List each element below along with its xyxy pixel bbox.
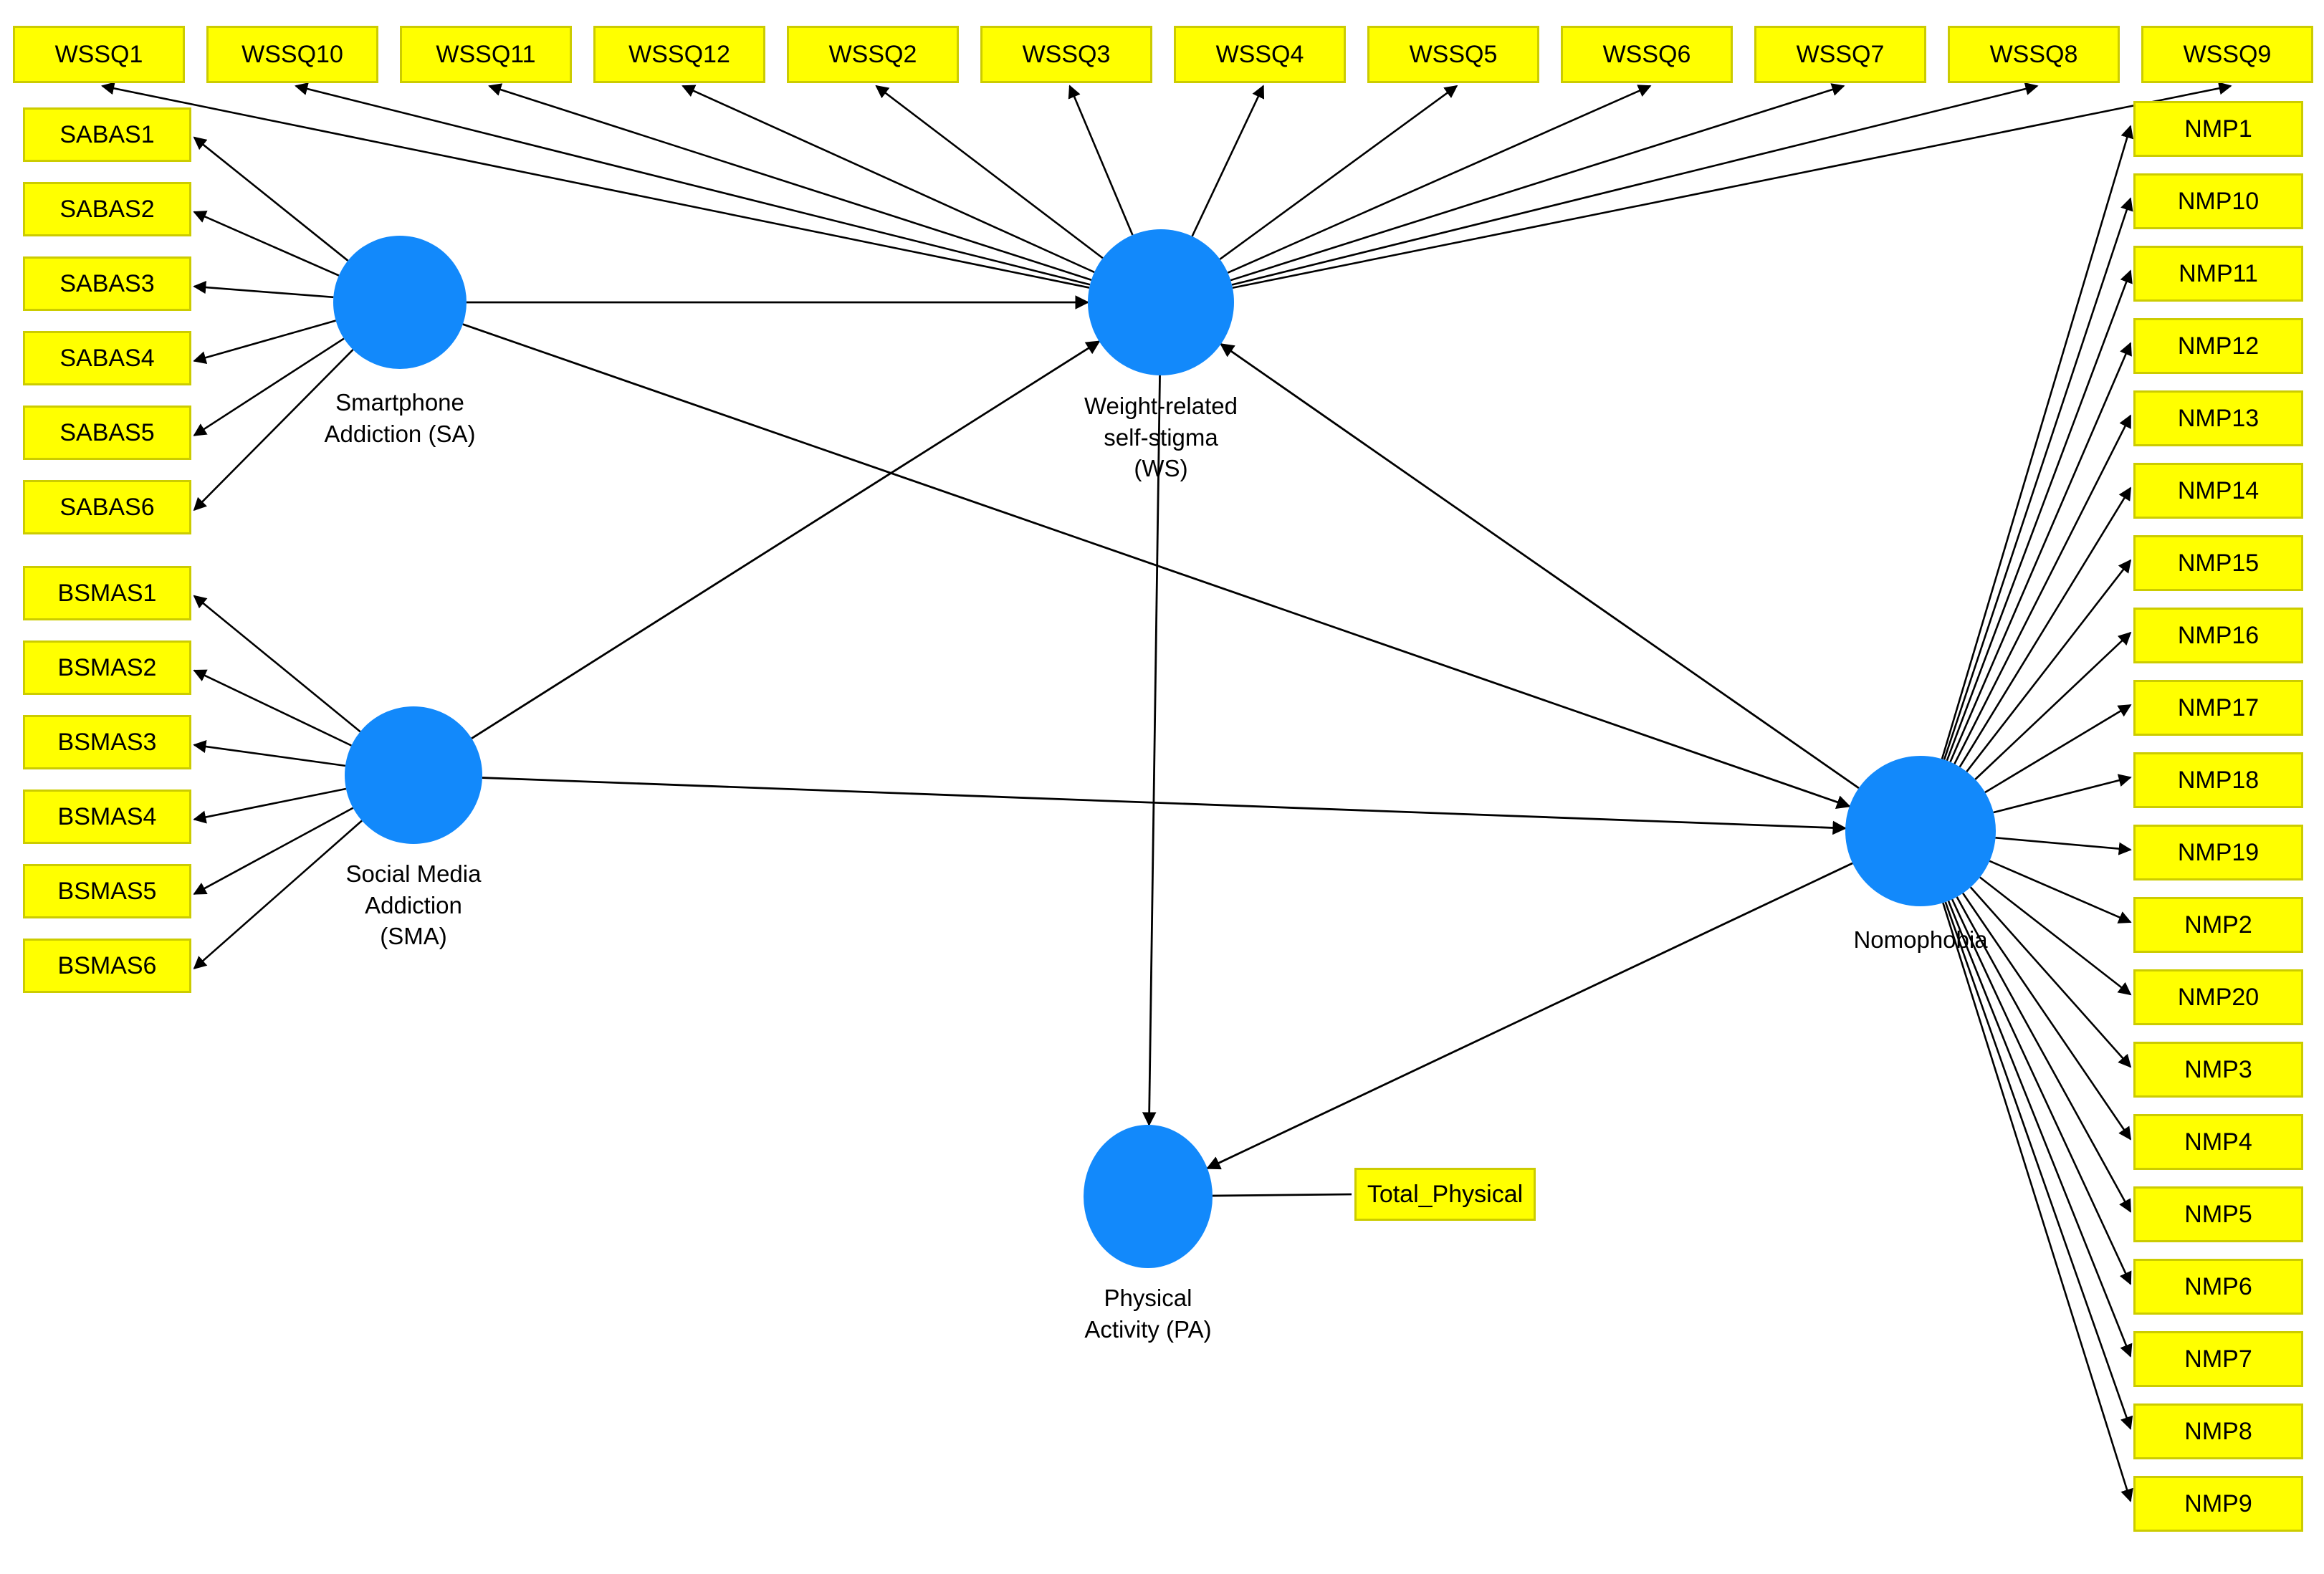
edge-ws-to-wssq7 (1230, 83, 1845, 282)
edge-nmp-to-nmp6 (1951, 898, 2132, 1285)
edge-nmp-to-nmp10 (1943, 197, 2133, 760)
indicator-box-wssq5[interactable]: WSSQ5 (1367, 26, 1539, 83)
edge-sa-to-sabas4 (193, 320, 336, 365)
edge-nmp-to-nmp17 (1984, 704, 2132, 794)
indicator-box-wssq1[interactable]: WSSQ1 (13, 26, 185, 83)
indicator-box-nmp20[interactable]: NMP20 (2133, 969, 2303, 1025)
indicator-box-wssq2[interactable]: WSSQ2 (787, 26, 959, 83)
indicator-box-nmp7[interactable]: NMP7 (2133, 1331, 2303, 1387)
latent-circle-sma[interactable] (345, 706, 482, 844)
edge-ws-to-wssq2 (875, 85, 1104, 259)
edge-ws-to-wssq5 (1219, 85, 1458, 260)
indicator-box-nmp13[interactable]: NMP13 (2133, 390, 2303, 446)
latent-label-ws: Weight-related self-stigma (WS) (1084, 393, 1238, 482)
indicator-box-bsmas6[interactable]: BSMAS6 (23, 939, 191, 993)
indicator-box-bsmas1[interactable]: BSMAS1 (23, 566, 191, 620)
indicator-box-bsmas4[interactable]: BSMAS4 (23, 790, 191, 844)
indicator-box-nmp1[interactable]: NMP1 (2133, 101, 2303, 157)
edge-nmp-to-nmp3 (1969, 886, 2132, 1068)
latent-circle-nmp[interactable] (1845, 756, 1996, 906)
indicator-box-sabas2[interactable]: SABAS2 (23, 182, 191, 236)
edge-nmp-to-nmp8 (1944, 901, 2133, 1430)
indicator-box-wssq7[interactable]: WSSQ7 (1754, 26, 1926, 83)
edge-ws-to-wssq3 (1068, 85, 1134, 236)
indicator-box-nmp4[interactable]: NMP4 (2133, 1114, 2303, 1170)
edge-ws-to-wssq4 (1191, 85, 1265, 237)
indicator-box-wssq11[interactable]: WSSQ11 (400, 26, 572, 83)
latent-label-nmp: Nomophobia (1853, 926, 1988, 953)
indicator-box-wssq8[interactable]: WSSQ8 (1948, 26, 2120, 83)
indicator-box-nmp3[interactable]: NMP3 (2133, 1042, 2303, 1098)
indicator-box-sabas4[interactable]: SABAS4 (23, 331, 191, 385)
path-nomophobia-to-pa (1206, 862, 1853, 1170)
indicator-box-sabas3[interactable]: SABAS3 (23, 256, 191, 311)
indicator-box-nmp11[interactable]: NMP11 (2133, 246, 2303, 302)
latent-label-pa: Physical Activity (PA) (1084, 1285, 1212, 1343)
indicator-box-nmp17[interactable]: NMP17 (2133, 680, 2303, 736)
indicator-box-wssq12[interactable]: WSSQ12 (593, 26, 765, 83)
edge-nmp-to-nmp18 (1993, 774, 2132, 814)
edge-nmp-to-nmp9 (1942, 902, 2133, 1502)
edge-sma-to-bsmas4 (193, 787, 347, 824)
indicator-box-wssq3[interactable]: WSSQ3 (980, 26, 1152, 83)
indicator-box-bsmas2[interactable]: BSMAS2 (23, 640, 191, 695)
edge-sma-to-bsmas2 (193, 669, 352, 747)
edge-sa-to-sabas3 (193, 280, 334, 299)
indicator-box-sabas6[interactable]: SABAS6 (23, 480, 191, 534)
indicator-box-sabas5[interactable]: SABAS5 (23, 406, 191, 460)
indicator-box-nmp18[interactable]: NMP18 (2133, 752, 2303, 808)
edge-sa-to-sabas1 (193, 136, 349, 261)
indicator-box-nmp16[interactable]: NMP16 (2133, 608, 2303, 663)
edge-ws-to-wssq11 (488, 83, 1092, 281)
edge-nmp-to-nmp19 (1995, 837, 2132, 855)
indicator-box-wssq9[interactable]: WSSQ9 (2141, 26, 2313, 83)
edge-nmp-to-nmp15 (1966, 559, 2132, 772)
latent-circle-ws[interactable] (1088, 229, 1234, 375)
latent-label-sma: Social Media Addiction (SMA) (345, 860, 482, 950)
path-sma-to-nomophobia (482, 777, 1847, 835)
plain-edges (1212, 1193, 1352, 1197)
edge-ws-to-wssq9 (1232, 82, 2232, 289)
edge-nmp-to-nmp11 (1946, 269, 2133, 762)
indicator-box-nmp19[interactable]: NMP19 (2133, 825, 2303, 880)
indicator-box-wssq6[interactable]: WSSQ6 (1561, 26, 1733, 83)
edge-ws-to-wssq8 (1231, 82, 2039, 286)
indicator-box-bsmas5[interactable]: BSMAS5 (23, 864, 191, 918)
edge-nmp-to-nmp7 (1947, 901, 2133, 1358)
indicator-box-bsmas3[interactable]: BSMAS3 (23, 715, 191, 769)
indicator-box-wssq4[interactable]: WSSQ4 (1174, 26, 1346, 83)
edge-sma-to-bsmas3 (193, 740, 346, 767)
edge-ws-to-wssq12 (682, 85, 1095, 274)
edge-sma-to-bsmas1 (193, 595, 361, 733)
edge-nmp-to-nmp1 (1941, 125, 2134, 759)
indicator-box-nmp8[interactable]: NMP8 (2133, 1403, 2303, 1459)
edge-nmp-to-nmp14 (1959, 486, 2132, 768)
indicator-box-wssq10[interactable]: WSSQ10 (206, 26, 378, 83)
indicator-box-total_physical[interactable]: Total_Physical (1354, 1168, 1536, 1221)
indicator-box-nmp10[interactable]: NMP10 (2133, 173, 2303, 229)
indicator-box-nmp12[interactable]: NMP12 (2133, 318, 2303, 374)
indicator-box-sabas1[interactable]: SABAS1 (23, 107, 191, 162)
indicator-box-nmp5[interactable]: NMP5 (2133, 1186, 2303, 1242)
edge-ws-to-wssq1 (101, 82, 1090, 289)
indicator-box-nmp2[interactable]: NMP2 (2133, 897, 2303, 953)
indicator-box-nmp15[interactable]: NMP15 (2133, 535, 2303, 591)
edge-nmp-to-nmp12 (1949, 342, 2132, 763)
edge-pa-total_physical (1212, 1193, 1352, 1197)
latent-label-sa: Smartphone Addiction (SA) (324, 389, 476, 447)
indicator-box-nmp9[interactable]: NMP9 (2133, 1476, 2303, 1532)
edge-nmp-to-nmp16 (1974, 631, 2132, 780)
edge-ws-to-wssq6 (1227, 85, 1652, 274)
latent-circle-sa[interactable] (333, 236, 467, 369)
edge-nmp-to-nmp2 (1989, 860, 2132, 923)
edge-sa-to-sabas2 (193, 211, 340, 277)
indicator-box-nmp6[interactable]: NMP6 (2133, 1259, 2303, 1315)
path-ws-to-pa (1142, 375, 1161, 1126)
indicator-box-nmp14[interactable]: NMP14 (2133, 463, 2303, 519)
edge-nmp-to-nmp13 (1954, 414, 2132, 764)
latent-circle-pa[interactable] (1084, 1125, 1213, 1268)
